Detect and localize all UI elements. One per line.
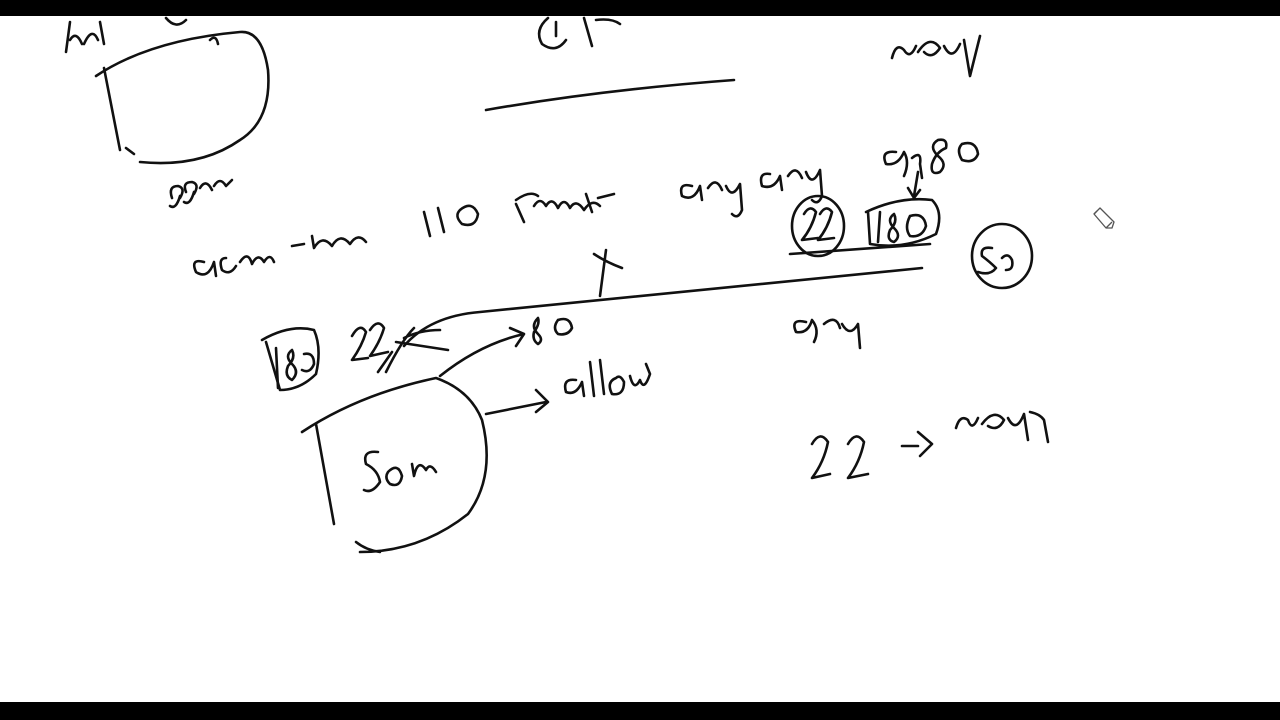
sketch-digits-22-left — [350, 322, 390, 362]
sketch-circle-sg — [970, 222, 1034, 290]
whiteboard-canvas[interactable] — [0, 16, 1280, 702]
sketch-sentence-eq-80 — [883, 138, 980, 180]
sketch-label-server — [362, 450, 438, 493]
sketch-long-line — [402, 266, 924, 348]
sketch-digits-22-right — [810, 435, 870, 480]
sketch-server-box — [300, 376, 488, 554]
sketch-label-eq — [793, 318, 862, 350]
sketch-sentence-110 — [422, 204, 480, 238]
sketch-box-80-left — [260, 327, 320, 392]
sketch-label-ney — [954, 410, 1050, 444]
sketch-arrow-down — [906, 170, 922, 200]
pencil-icon — [1093, 207, 1115, 229]
sketch-sentence-any-any — [679, 168, 824, 218]
sketch-digits-80-left — [274, 346, 316, 390]
sketch-top-circle-fragment — [537, 16, 622, 50]
sketch-top-underline — [484, 78, 736, 112]
sketch-sentence-acl — [192, 234, 368, 278]
sketch-digits-22 — [800, 207, 836, 242]
sketch-arrow-right — [900, 430, 934, 458]
sketch-cross-mark — [592, 248, 624, 298]
sketch-label-sg — [976, 246, 1014, 275]
sketch-arrow-to-80 — [438, 326, 526, 378]
sketch-digits-80 — [876, 210, 928, 244]
sketch-top-left-scribble — [64, 16, 220, 54]
sketch-circle-22 — [790, 194, 846, 258]
sketch-top-left-box — [94, 30, 270, 165]
sketch-top-right-word — [890, 34, 982, 78]
sketch-cross-arrow — [376, 326, 450, 374]
sketch-arrow-allow — [484, 388, 550, 416]
sketch-underline-22-80 — [788, 242, 932, 256]
handwritten-sketch — [64, 16, 1050, 554]
sketch-label-80-arrow — [532, 316, 574, 346]
sketch-label-allow — [563, 358, 652, 398]
sketch-label-ggn — [168, 178, 234, 209]
sketch-sentence-permit — [514, 192, 616, 224]
